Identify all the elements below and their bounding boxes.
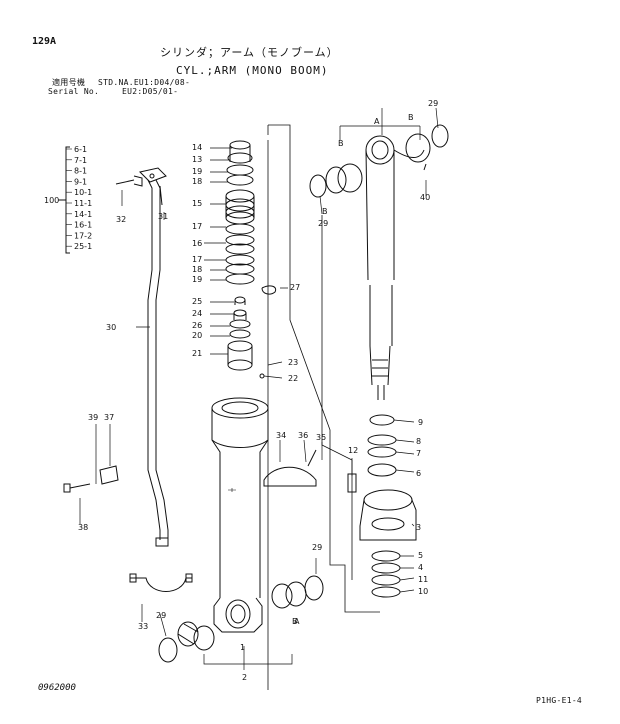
part-number-label: 9	[418, 418, 423, 427]
part-number-label: 38	[78, 523, 88, 532]
part-number-label: 29	[312, 543, 322, 552]
applicable-label: 適用号機	[52, 78, 86, 87]
title-english: CYL.;ARM (MONO BOOM)	[176, 64, 329, 77]
part-number-label: 12	[348, 446, 358, 455]
kit-item: 16-1	[74, 221, 92, 230]
part-number-label: 10	[418, 587, 428, 596]
part-number-label: 26	[192, 321, 202, 330]
kit-item: 25-1	[74, 242, 92, 251]
part-number-label: A	[294, 617, 300, 626]
footer-left-code: 0962000	[38, 683, 76, 693]
kit-item: 11-1	[74, 199, 92, 208]
part-number-label: 16	[192, 239, 202, 248]
kit-item: 8-1	[74, 167, 87, 176]
part-number-label: 11	[418, 575, 428, 584]
bottom-bushings	[158, 575, 324, 663]
part-number-label: 32	[116, 215, 126, 224]
part-number-label: 17	[192, 255, 202, 264]
cylinder-barrel	[211, 397, 269, 633]
cylinder-head-assembly	[347, 414, 417, 598]
hose-pipe-30	[115, 167, 169, 547]
part-number-label: 30	[106, 323, 116, 332]
part-number-label: B	[292, 617, 298, 626]
kit-item: 14-1	[74, 210, 92, 219]
part-number-label: 19	[192, 275, 202, 284]
pipe-clamps	[129, 449, 317, 592]
part-number-label: 37	[104, 413, 114, 422]
part-number-label: 33	[138, 622, 148, 631]
part-number-label: 18	[192, 265, 202, 274]
part-number-label: 39	[88, 413, 98, 422]
part-number-label: 31	[158, 212, 168, 221]
kit-group-label: 100	[44, 196, 59, 205]
title-japanese: シリンダ；アーム（モノブーム）	[160, 46, 339, 59]
part-number-label: 35	[316, 433, 326, 442]
part-number-label: 15	[192, 199, 202, 208]
part-number-label: 21	[192, 349, 202, 358]
part-number-label: A	[374, 117, 380, 126]
part-number-label: 5	[418, 551, 423, 560]
part-number-label: 2	[242, 673, 247, 682]
part-number-label: 25	[192, 297, 202, 306]
part-number-label: 20	[192, 331, 202, 340]
part-number-label: 29	[156, 611, 166, 620]
kit-item: 9-1	[74, 177, 87, 186]
part-number-label: 23	[288, 358, 298, 367]
footer-right-code: P1HG-E1-4	[536, 696, 583, 705]
part-number-label: 29	[318, 219, 328, 228]
kit-item: 10-1	[74, 188, 92, 197]
part-number-label: 1	[240, 643, 245, 652]
part-number-label: 13	[192, 155, 202, 164]
serial-label: Serial No.	[48, 87, 100, 96]
serial-range-2: EU2:D05/01-	[122, 87, 179, 96]
kit-item: 7-1	[74, 156, 87, 165]
kit-item: 6-1	[74, 145, 87, 154]
kit-item-list: 6-1 7-1 8-19-1 10-1 11-1 14-1 16-117-2 25-1	[66, 145, 92, 251]
part-number-label: 36	[298, 431, 308, 440]
part-number-label: 3	[416, 523, 421, 532]
part-number-label: 17	[192, 222, 202, 231]
part-number-label: B	[322, 207, 328, 216]
part-number-label: 7	[416, 449, 421, 458]
part-number-label: 14	[192, 143, 202, 152]
part-number-label: 18	[192, 177, 202, 186]
callout-labels: 1413191815171617181925242620212723223031…	[78, 99, 438, 682]
part-number-label: 27	[290, 283, 300, 292]
kit-item: 17-2	[74, 231, 92, 240]
part-number-label: 40	[420, 193, 430, 202]
part-number-label: 34	[276, 431, 286, 440]
rod-assembly	[309, 124, 449, 400]
part-number-label: 4	[418, 563, 423, 572]
part-number-label: B	[408, 113, 414, 122]
part-number-label: 24	[192, 309, 202, 318]
page-id: 129A	[32, 36, 57, 47]
part-number-label: 8	[416, 437, 421, 446]
part-number-label: 22	[288, 374, 298, 383]
bolt-and-block	[63, 465, 119, 493]
kit-group-bracket: 100	[44, 146, 70, 254]
serial-range-1: STD.NA.EU1:D04/08-	[98, 78, 191, 87]
leader-lines	[79, 107, 439, 670]
part-number-label: 6	[416, 469, 421, 478]
part-number-label: 29	[428, 99, 438, 108]
part-number-label: B	[338, 139, 344, 148]
part-number-label: 19	[192, 167, 202, 176]
